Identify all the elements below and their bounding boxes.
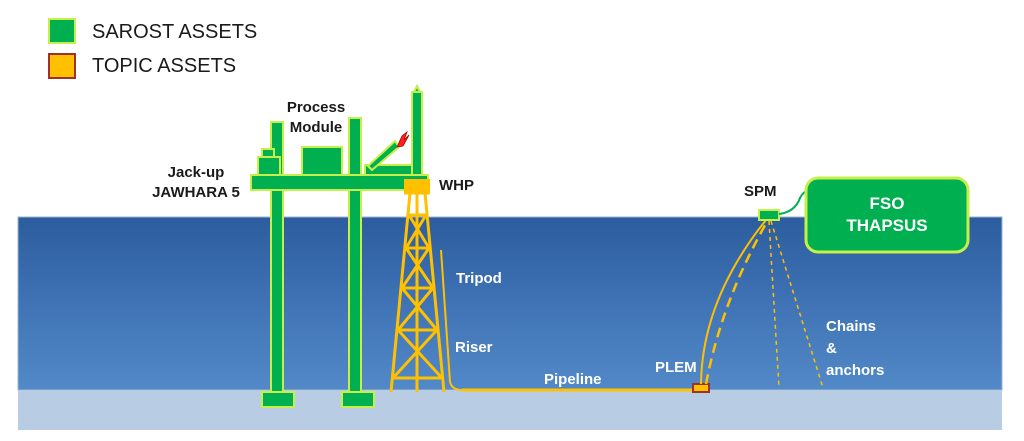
anchor-chains <box>768 220 824 389</box>
legend-label-topic: TOPIC ASSETS <box>92 55 236 77</box>
riser-label: Riser <box>455 339 493 356</box>
pipeline-label: Pipeline <box>544 371 602 388</box>
flowline-solid-outer <box>700 219 767 385</box>
jackup-leg-left <box>270 189 284 393</box>
whp-deck <box>404 179 430 193</box>
tripod-label: Tripod <box>456 270 502 287</box>
plem-box <box>692 383 710 393</box>
plem-label: PLEM <box>655 359 697 376</box>
fso-vessel <box>804 176 970 254</box>
flowline-dashed <box>704 219 770 385</box>
legend: SAROST ASSETS TOPIC ASSETS <box>48 18 257 79</box>
legend-swatch-topic <box>48 53 76 79</box>
spm-buoy <box>758 209 780 221</box>
legend-swatch-sarost <box>48 18 76 44</box>
jackup-deck <box>250 174 429 191</box>
process-module-box <box>301 146 343 176</box>
process-module-label-2: Module <box>290 119 343 136</box>
chains-label-1: Chains <box>826 318 876 335</box>
flare-tower-upper <box>411 91 423 176</box>
chains-label-3: anchors <box>826 362 884 379</box>
whp-label: WHP <box>439 177 474 194</box>
process-module-label-1: Process <box>287 99 345 116</box>
legend-label-sarost: SAROST ASSETS <box>92 21 257 43</box>
fso-label-line2: THAPSUS <box>846 216 927 235</box>
jackup-small-module <box>257 156 281 176</box>
jackup-leg-right-upper <box>348 117 362 176</box>
spm-label: SPM <box>744 183 777 200</box>
spm-hose <box>778 189 809 215</box>
whp-platform <box>404 179 430 195</box>
chains-label-2: & <box>826 340 837 357</box>
jackup-label-2: JAWHARA 5 <box>152 184 240 201</box>
jackup-label-1: Jack-up <box>168 164 225 181</box>
jackup-small-module-top <box>261 148 275 158</box>
jackup-foot-left <box>261 391 295 408</box>
flare-icon <box>396 130 410 148</box>
jackup-leg-right <box>348 189 362 393</box>
seabed <box>18 390 1002 430</box>
flare-tower-top <box>412 83 422 93</box>
jackup-foot-right <box>341 391 375 408</box>
riser-pipe <box>440 249 463 391</box>
fso-label-line1: FSO <box>870 194 905 213</box>
tripod-jacket <box>389 192 446 393</box>
